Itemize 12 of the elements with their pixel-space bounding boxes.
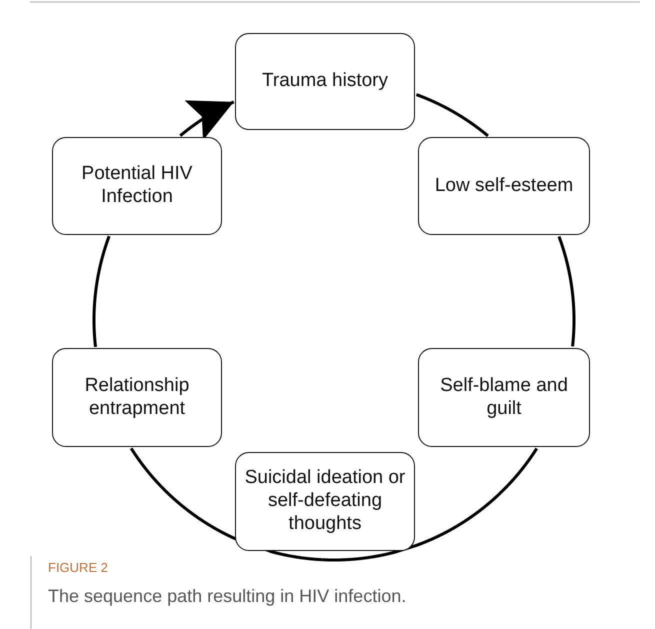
figure-label: FIGURE 2 xyxy=(48,560,108,575)
process-box: Low self-esteem xyxy=(418,137,590,235)
connector-arc xyxy=(558,236,576,348)
process-box: Relationship entrapment xyxy=(52,348,222,447)
caption: The sequence path resulting in HIV infection. xyxy=(48,586,406,607)
process-box: Trauma history xyxy=(235,33,415,130)
process-box: Suicidal ideation or self-defeating thoughts xyxy=(235,452,415,551)
connector-arc xyxy=(415,93,489,138)
connector-arc xyxy=(321,448,538,562)
connector-arc xyxy=(92,235,111,348)
process-box: Potential HIV Infection xyxy=(52,137,222,235)
process-box: Self-blame and guilt xyxy=(418,348,590,447)
